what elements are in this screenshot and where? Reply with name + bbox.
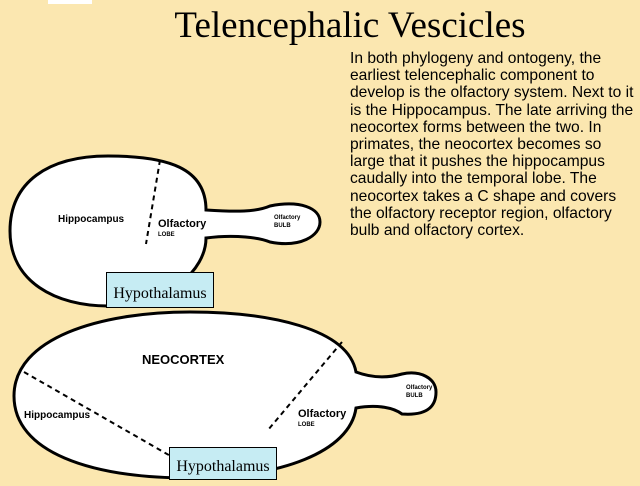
top-olfactory-label: Olfactory — [158, 218, 207, 230]
top-bulb-label-1: Olfactory — [274, 215, 301, 221]
slide-title: Telencephalic Vescicles — [174, 5, 526, 46]
bottom-hippocampus-label: Hippocampus — [24, 410, 91, 421]
bottom-olfactory-label: Olfactory — [298, 408, 347, 420]
bottom-lobe-label: LOBE — [298, 422, 315, 428]
neocortex-label: NEOCORTEX — [142, 352, 225, 367]
hypothalamus-box-top: Hypothalamus — [106, 272, 214, 308]
bottom-bulb-label-2: BULB — [406, 393, 423, 399]
top-bulb-label-2: BULB — [274, 223, 291, 229]
bottom-left-divider — [23, 371, 175, 459]
top-lobe-label: LOBE — [158, 232, 175, 238]
hypothalamus-box-bottom: Hypothalamus — [169, 447, 277, 480]
corner-tab — [48, 0, 92, 4]
explanation-text: In both phylogeny and ontogeny, the earl… — [350, 50, 634, 240]
bottom-bulb-label-1: Olfactory — [406, 385, 433, 391]
bottom-right-divider — [267, 341, 343, 431]
top-hippocampus-label: Hippocampus — [58, 214, 125, 225]
